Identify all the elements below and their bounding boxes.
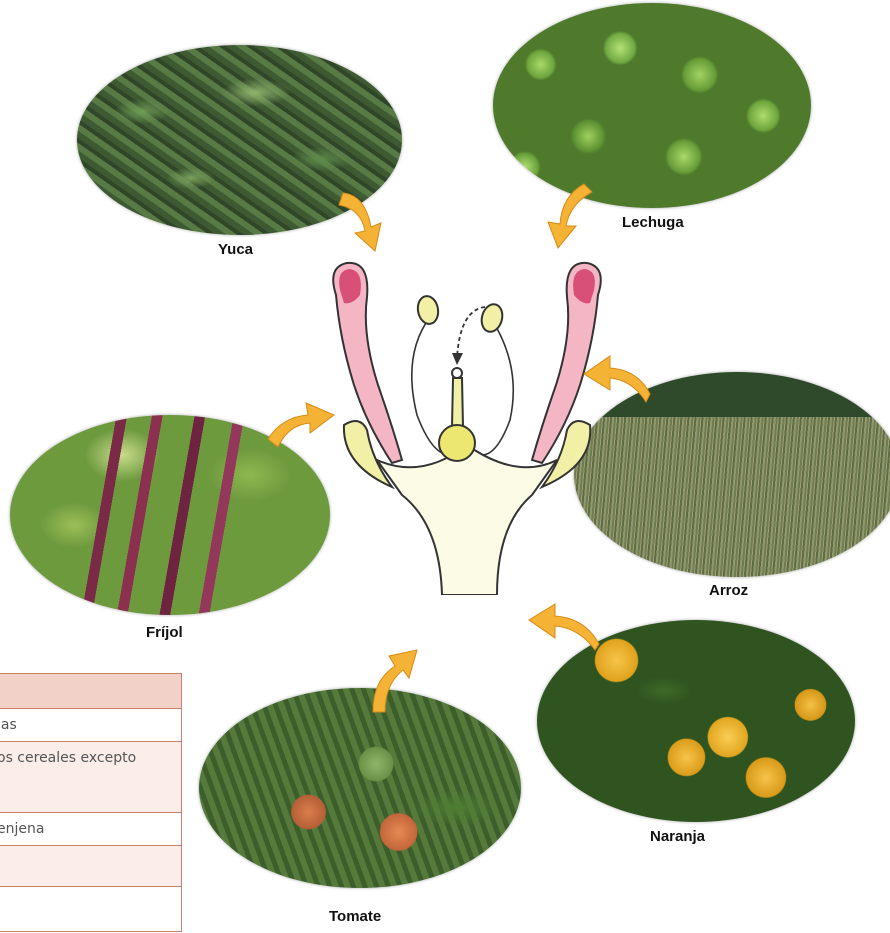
lechuga-label: Lechuga: [622, 214, 684, 231]
tomate-label: Tomate: [329, 908, 381, 925]
arrow-arroz: [580, 350, 652, 408]
flower-receptacle: [377, 445, 557, 595]
table-header-row: [0, 673, 181, 708]
arrow-tomate: [365, 640, 425, 715]
table-row: os cereales excepto: [0, 741, 181, 812]
arrow-naranja: [525, 598, 601, 656]
pollination-table: jas os cereales excepto enjena: [0, 673, 182, 932]
right-stamen: [482, 317, 513, 455]
naranja-label: Naranja: [650, 828, 705, 845]
flower-diagram: [322, 255, 612, 595]
arrow-lechuga: [540, 178, 595, 250]
arrow-yuca: [335, 185, 395, 255]
tomate-photo: [199, 688, 521, 888]
table-row: jas: [0, 708, 181, 741]
stigma: [452, 368, 462, 378]
left-anther: [416, 294, 441, 325]
pollen-path: [457, 307, 485, 358]
style: [452, 378, 463, 427]
yuca-label: Yuca: [218, 241, 253, 258]
table-row: [0, 886, 181, 931]
ovary: [439, 425, 475, 461]
table-row: [0, 845, 181, 886]
arrow-frijol: [262, 395, 337, 450]
arroz-label: Arroz: [709, 582, 748, 599]
frijol-label: Fríjol: [146, 624, 183, 641]
table-row: enjena: [0, 812, 181, 845]
